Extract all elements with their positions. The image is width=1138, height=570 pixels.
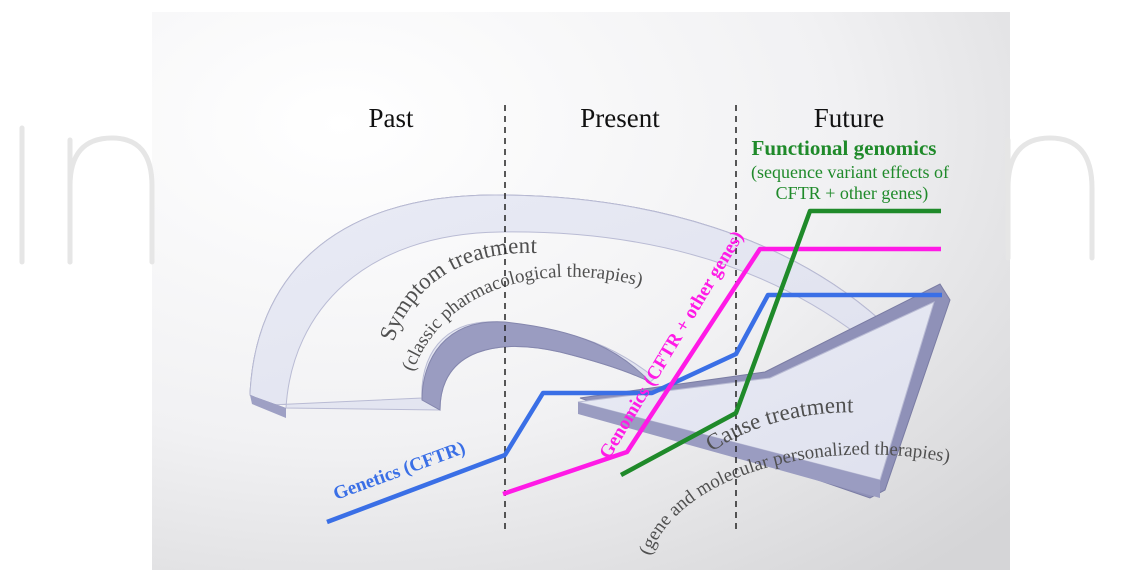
genetics-line bbox=[326, 292, 942, 525]
symptom-treatment-band bbox=[249, 194, 881, 418]
genomics-line bbox=[502, 246, 941, 497]
functional-genomics-desc-line1: (sequence variant effects of bbox=[751, 162, 949, 183]
phase-future-label: Future bbox=[814, 103, 885, 133]
watermark-logo bbox=[19, 125, 1095, 265]
functional-genomics-title: Functional genomics bbox=[752, 136, 937, 160]
phase-present-label: Present bbox=[580, 103, 660, 133]
cause-treatment-band bbox=[577, 283, 951, 499]
phase-past-label: Past bbox=[368, 103, 414, 133]
functional-genomics-desc-line2: CFTR + other genes) bbox=[776, 183, 929, 204]
functional-genomics-line bbox=[619, 208, 941, 477]
